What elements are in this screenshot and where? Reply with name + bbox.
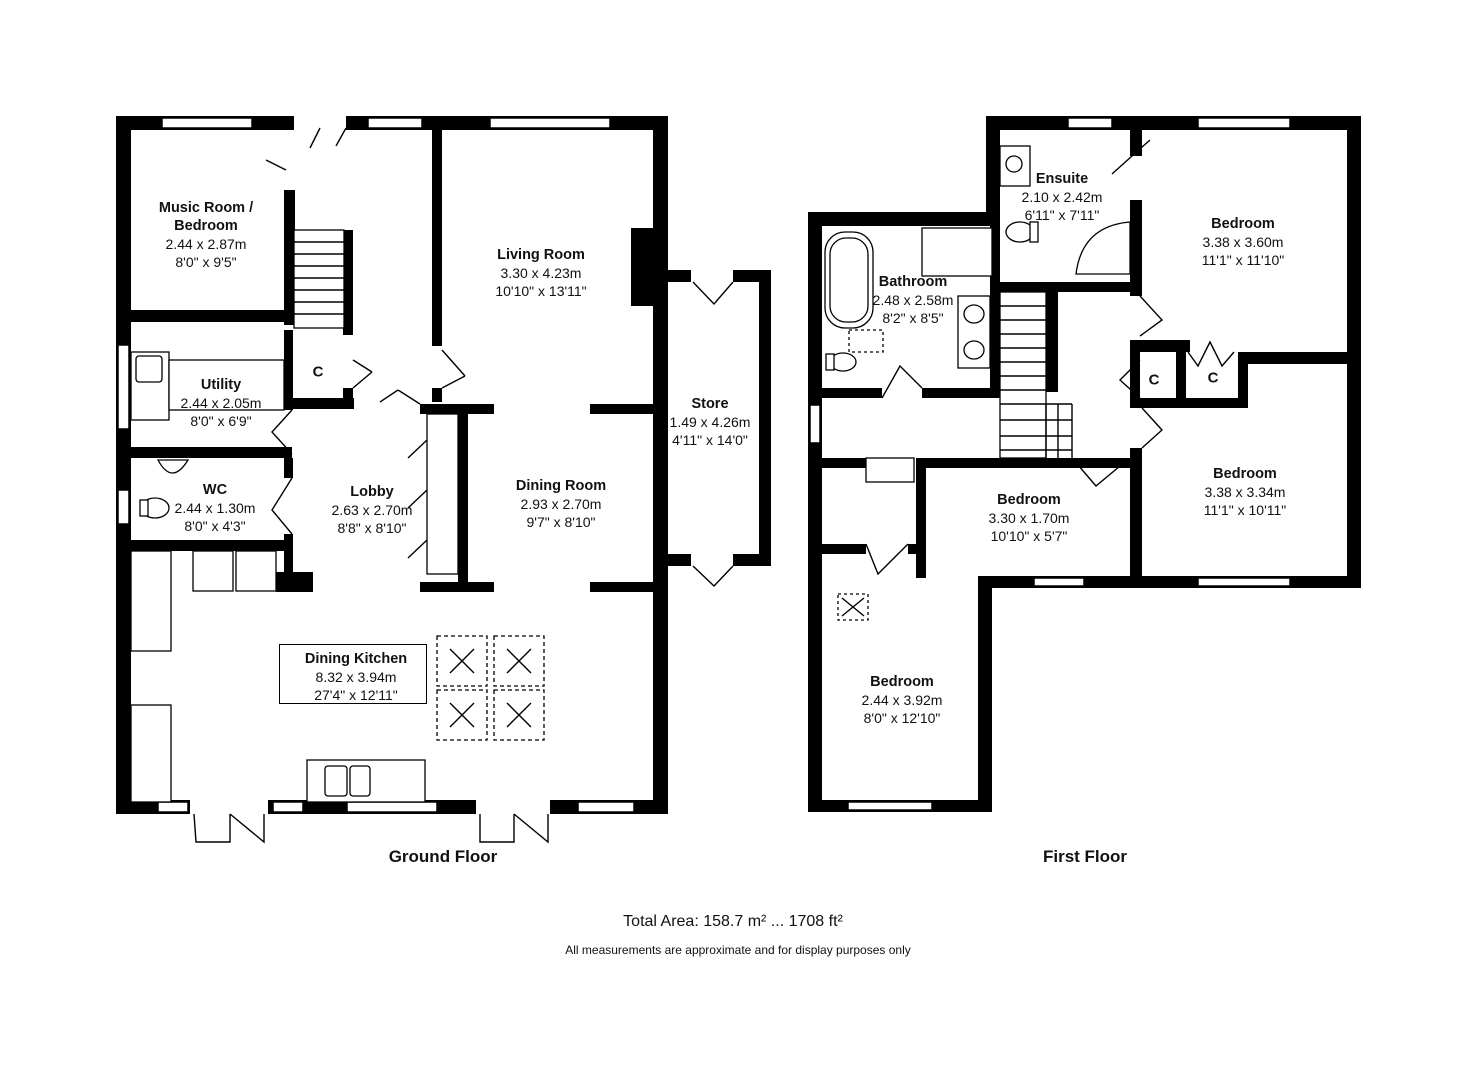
room-label-store: Store 1.49 x 4.26m 4'11" x 14'0" (670, 395, 751, 449)
ground-floor-fixtures (130, 229, 545, 803)
room-imperial: 10'10" x 5'7" (990, 528, 1068, 544)
room-imperial: 8'0" x 6'9" (190, 413, 252, 429)
room-imperial: 11'1" x 10'11" (1203, 502, 1287, 518)
room-label-bathroom: Bathroom 2.48 x 2.58m 8'2" x 8'5" (873, 273, 954, 327)
room-metric: 2.44 x 2.05m (180, 395, 262, 411)
room-imperial: 8'0" x 4'3" (184, 518, 246, 534)
room-name: Store (691, 396, 729, 412)
room-label-music-room: Music Room / Bedroom 2.44 x 2.87m 8'0" x… (159, 199, 253, 271)
first-floor-fixtures (824, 145, 1131, 621)
first-floor-windows (809, 117, 1291, 811)
total-area: Total Area: 158.7 m² ... 1708 ft² (623, 913, 843, 930)
room-metric: 1.49 x 4.26m (669, 414, 751, 430)
room-metric: 2.48 x 2.58m (872, 292, 954, 308)
room-name: Utility (200, 377, 242, 393)
disclaimer: All measurements are approximate and for… (565, 943, 911, 957)
room-metric: 3.38 x 3.34m (1204, 484, 1286, 500)
room-metric: 3.30 x 1.70m (988, 510, 1070, 526)
room-metric: 3.38 x 3.60m (1202, 234, 1284, 250)
room-name: Living Room (497, 247, 585, 263)
room-label-bedroom-1: Bedroom 3.38 x 3.60m 11'1" x 11'10" (1202, 215, 1285, 269)
room-metric: 3.30 x 4.23m (500, 265, 582, 281)
room-imperial: 8'0" x 9'5" (175, 254, 237, 270)
room-name: Ensuite (1035, 171, 1089, 187)
room-metric: 2.44 x 3.92m (861, 692, 943, 708)
room-imperial: 4'11" x 14'0" (672, 432, 748, 448)
room-label-bedroom-4: Bedroom 2.44 x 3.92m 8'0" x 12'10" (862, 673, 943, 727)
room-metric: 2.44 x 2.87m (165, 236, 247, 252)
cupboard-label: C (1207, 369, 1219, 387)
room-imperial: 8'2" x 8'5" (882, 310, 944, 326)
room-imperial: 9'7" x 8'10" (526, 514, 596, 530)
room-name: Bedroom (997, 492, 1061, 508)
room-name: Dining Room (515, 478, 607, 494)
first-floor-doors (865, 139, 1235, 576)
room-metric: 2.93 x 2.70m (520, 496, 602, 512)
room-name: Bathroom (878, 274, 948, 290)
room-label-dining-kitchen: Dining Kitchen 8.32 x 3.94m 27'4" x 12'1… (305, 650, 407, 704)
room-metric: 2.63 x 2.70m (331, 502, 413, 518)
room-label-living-room: Living Room 3.30 x 4.23m 10'10" x 13'11" (495, 246, 586, 300)
room-name: Music Room / (158, 200, 254, 216)
room-imperial: 8'0" x 12'10" (863, 710, 941, 726)
room-name: Bedroom (174, 218, 238, 234)
room-name: Lobby (350, 484, 394, 500)
room-imperial: 6'11" x 7'11" (1024, 207, 1100, 223)
ground-floor-title: Ground Floor (388, 847, 498, 866)
room-name: Bedroom (1211, 216, 1275, 232)
ground-floor-windows (117, 116, 733, 814)
first-floor-title: First Floor (1042, 847, 1128, 866)
kitchen-island (279, 644, 427, 704)
room-name: Bedroom (1213, 466, 1277, 482)
room-label-wc: WC 2.44 x 1.30m 8'0" x 4'3" (175, 481, 256, 535)
room-imperial: 10'10" x 13'11" (495, 283, 587, 299)
room-label-bedroom-2: Bedroom 3.38 x 3.34m 11'1" x 10'11" (1204, 465, 1287, 519)
room-name: WC (202, 482, 228, 498)
room-label-ensuite: Ensuite 2.10 x 2.42m 6'11" x 7'11" (1022, 170, 1103, 224)
ground-floor-doors (193, 127, 734, 844)
room-metric: 2.44 x 1.30m (174, 500, 256, 516)
room-label-bedroom-3: Bedroom 3.30 x 1.70m 10'10" x 5'7" (989, 491, 1070, 545)
room-name: Dining Kitchen (304, 651, 408, 667)
room-label-dining-room: Dining Room 2.93 x 2.70m 9'7" x 8'10" (516, 477, 606, 531)
room-metric: 2.10 x 2.42m (1021, 189, 1103, 205)
cupboard-label: C (1148, 371, 1160, 389)
room-metric: 8.32 x 3.94m (315, 669, 397, 685)
room-label-utility: Utility 2.44 x 2.05m 8'0" x 6'9" (181, 376, 262, 430)
cupboard-label: C (312, 363, 324, 381)
room-imperial: 11'1" x 11'10" (1201, 252, 1285, 268)
room-label-lobby: Lobby 2.63 x 2.70m 8'8" x 8'10" (332, 483, 413, 537)
room-imperial: 8'8" x 8'10" (337, 520, 407, 536)
room-imperial: 27'4" x 12'11" (314, 687, 398, 703)
room-name: Bedroom (870, 674, 934, 690)
